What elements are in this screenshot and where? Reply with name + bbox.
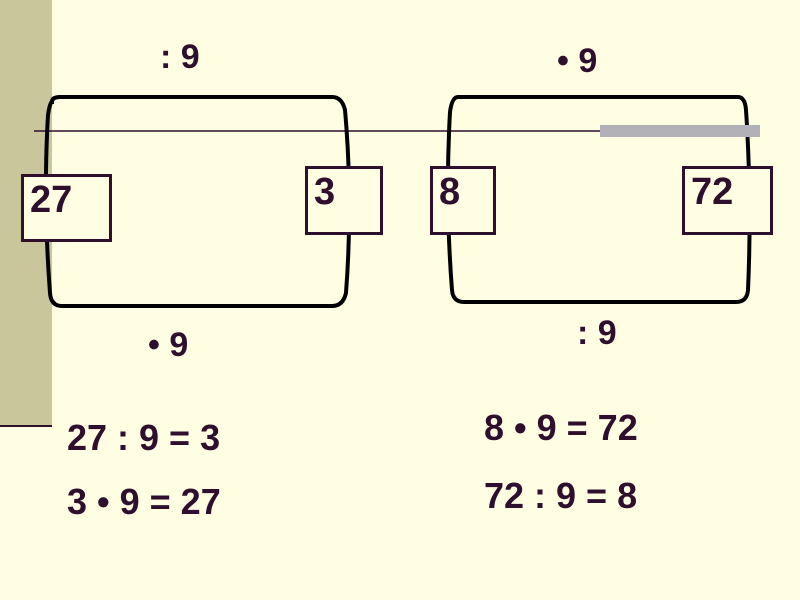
left-result-box: 3 (305, 166, 383, 235)
right-top-operator: • 9 (557, 42, 598, 80)
left-value-label: 27 (30, 179, 73, 221)
right-bottom-operator: : 9 (577, 314, 617, 352)
left-top-operator: : 9 (160, 38, 200, 76)
left-result-label: 3 (314, 171, 336, 213)
sidebar-underline (0, 425, 52, 427)
gray-bar-decoration (600, 125, 760, 137)
right-value-box: 8 (430, 166, 496, 235)
equation-right-2: 72 : 9 = 8 (484, 475, 638, 516)
left-cycle-loop (43, 95, 352, 308)
right-result-box: 72 (682, 166, 773, 235)
equation-right-1: 8 • 9 = 72 (484, 407, 638, 448)
left-bottom-operator: • 9 (148, 326, 189, 364)
right-result-label: 72 (691, 171, 734, 213)
equation-left-1: 27 : 9 = 3 (67, 417, 221, 458)
right-value-label: 8 (439, 171, 461, 213)
left-value-box: 27 (21, 174, 112, 242)
right-cycle-loop (445, 95, 752, 304)
equation-left-2: 3 • 9 = 27 (67, 481, 221, 522)
